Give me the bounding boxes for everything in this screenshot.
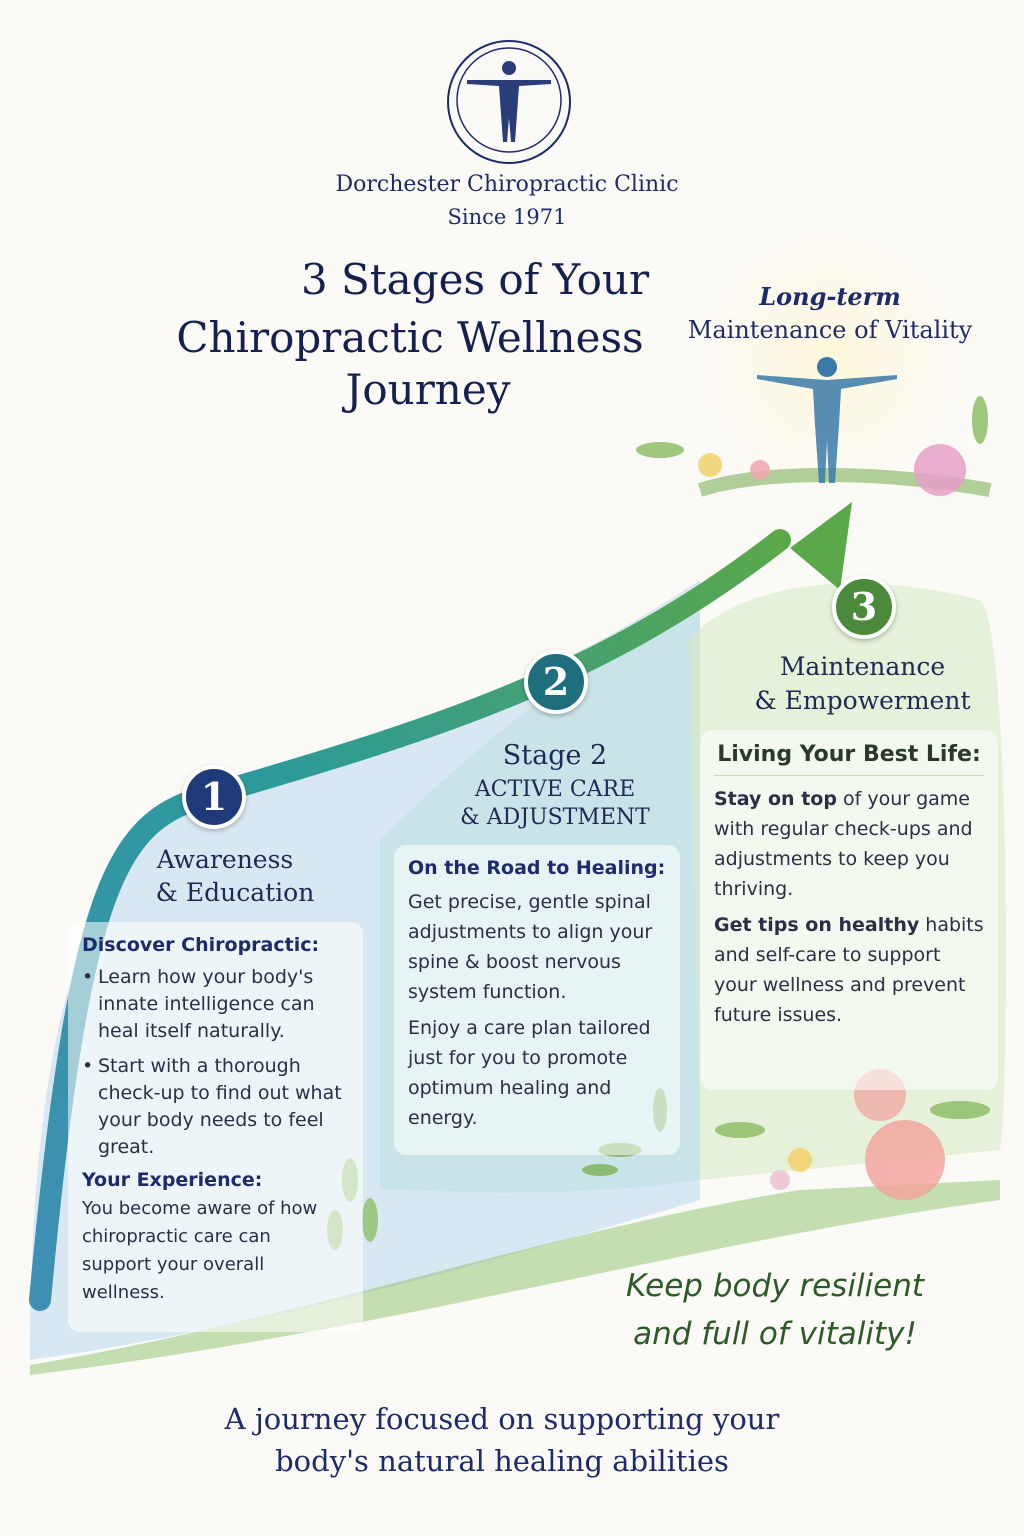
stage-2-badge: 2 [524, 650, 588, 714]
stage-2-title-1: Stage 2 [502, 740, 608, 771]
title-line-2: Chiropractic Wellness [176, 313, 644, 362]
stage-1-title-1: Awareness [156, 845, 294, 874]
title-line-1: 3 Stages of Your [300, 255, 650, 304]
slogan-line-2: and full of vitality! [633, 1316, 917, 1352]
stage-1-subtext: You become aware of how chiropractic car… [82, 1198, 318, 1303]
flowers-bottom [715, 1069, 990, 1200]
stage-3-title-2: & Empowerment [754, 686, 971, 715]
flowers-top [636, 396, 988, 496]
stage-2-title-3: & ADJUSTMENT [460, 805, 650, 830]
stage-1-card: Discover Chiropractic: Learn how your bo… [68, 922, 363, 1332]
stage-1-subheading: Your Experience: [82, 1169, 263, 1191]
footer-line-1: A journey focused on supporting your [224, 1402, 780, 1436]
stage-3-bold-1: Stay on top [714, 788, 837, 810]
stage-1-bullet: Start with a thorough check-up to find o… [82, 1053, 349, 1161]
stage-2-paragraph: Enjoy a care plan tailored just for you … [408, 1017, 651, 1129]
clinic-logo [447, 40, 571, 164]
stage-1-title-2: & Education [155, 878, 315, 907]
stage-1-badge: 1 [182, 765, 246, 829]
stage-3-text-1: of your game with regular check-ups and … [714, 788, 973, 900]
stage-3-heading: Living Your Best Life: [714, 742, 984, 776]
stage-3-text-2: habits and self-care to support your wel… [714, 914, 984, 1026]
stage-3-bold-2: Get tips on healthy [714, 914, 920, 936]
stage-3-card: Living Your Best Life: Stay on top of yo… [700, 730, 998, 1090]
slogan-line-1: Keep body resilient [625, 1268, 925, 1304]
goal-line-2: Maintenance of Vitality [687, 316, 973, 344]
stage-2-card: On the Road to Healing: Get precise, gen… [394, 845, 680, 1155]
person-icon [456, 47, 562, 153]
stage-2-title-2: ACTIVE CARE [474, 777, 636, 802]
goal-line-1: Long-term [759, 282, 901, 311]
footer-line-2: body's natural healing abilities [275, 1444, 729, 1478]
stage-3-badge: 3 [832, 575, 896, 639]
stage-2-heading: On the Road to Healing: [408, 857, 666, 879]
stage-1-heading: Discover Chiropractic: [82, 934, 320, 956]
title-line-3: Journey [345, 365, 511, 414]
clinic-name: Dorchester Chiropractic Clinic [335, 172, 679, 197]
stage-2-paragraph: Get precise, gentle spinal adjustments t… [408, 891, 653, 1003]
clinic-since: Since 1971 [447, 205, 567, 229]
stage-3-title-1: Maintenance [779, 652, 946, 681]
stage-1-bullet: Learn how your body's innate intelligenc… [82, 964, 349, 1045]
vitality-figure [757, 357, 897, 483]
